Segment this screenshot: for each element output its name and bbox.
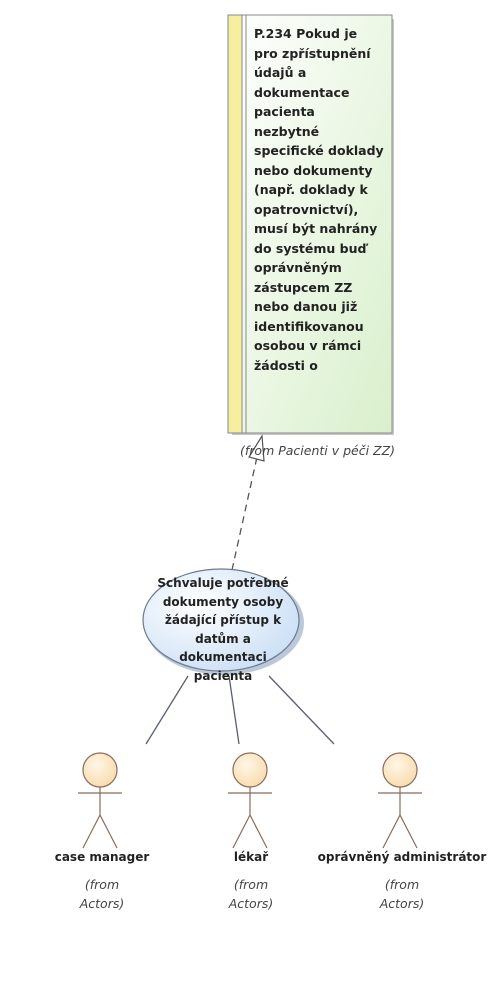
actor-package-case-manager: (from Actors)	[79, 877, 125, 911]
requirement-element[interactable]	[227, 14, 394, 435]
actor-head	[382, 752, 418, 788]
actor-head	[82, 752, 118, 788]
actor-package-opravneny-administrator: (from Actors)	[379, 877, 425, 911]
requirement-box	[227, 14, 393, 434]
requirement-body: Pokud je pro zpřístupnění údajů a dokume…	[254, 26, 384, 373]
association-administrator[interactable]	[268, 675, 335, 745]
realization-arrowhead	[248, 434, 265, 462]
requirement-text: P.234 Pokud je pro zpřístupnění údajů a …	[254, 24, 384, 375]
requirement-package-label: (from Pacienti v péči ZZ)	[240, 443, 396, 458]
association-lekar[interactable]	[228, 675, 240, 745]
actor-opravneny-administrator[interactable]	[378, 752, 422, 849]
requirement-stripe	[227, 14, 243, 434]
actor-package-lekar: (from Actors)	[228, 877, 274, 911]
actor-case-manager[interactable]	[78, 752, 122, 849]
actor-name-lekar: lékař	[233, 850, 269, 864]
actor-name-opravneny-administrator: oprávněný administrátor	[317, 850, 487, 864]
use-case-ellipse[interactable]	[142, 568, 300, 672]
requirement-id: P.234	[254, 26, 292, 41]
realization-connector[interactable]	[231, 447, 260, 571]
actor-name-case-manager: case manager	[54, 850, 150, 864]
association-case-manager[interactable]	[145, 675, 189, 745]
actor-lekar[interactable]	[228, 752, 272, 849]
use-case-label: Schvaluje potřebné dokumenty osoby žádaj…	[157, 576, 289, 683]
actor-head	[232, 752, 268, 788]
